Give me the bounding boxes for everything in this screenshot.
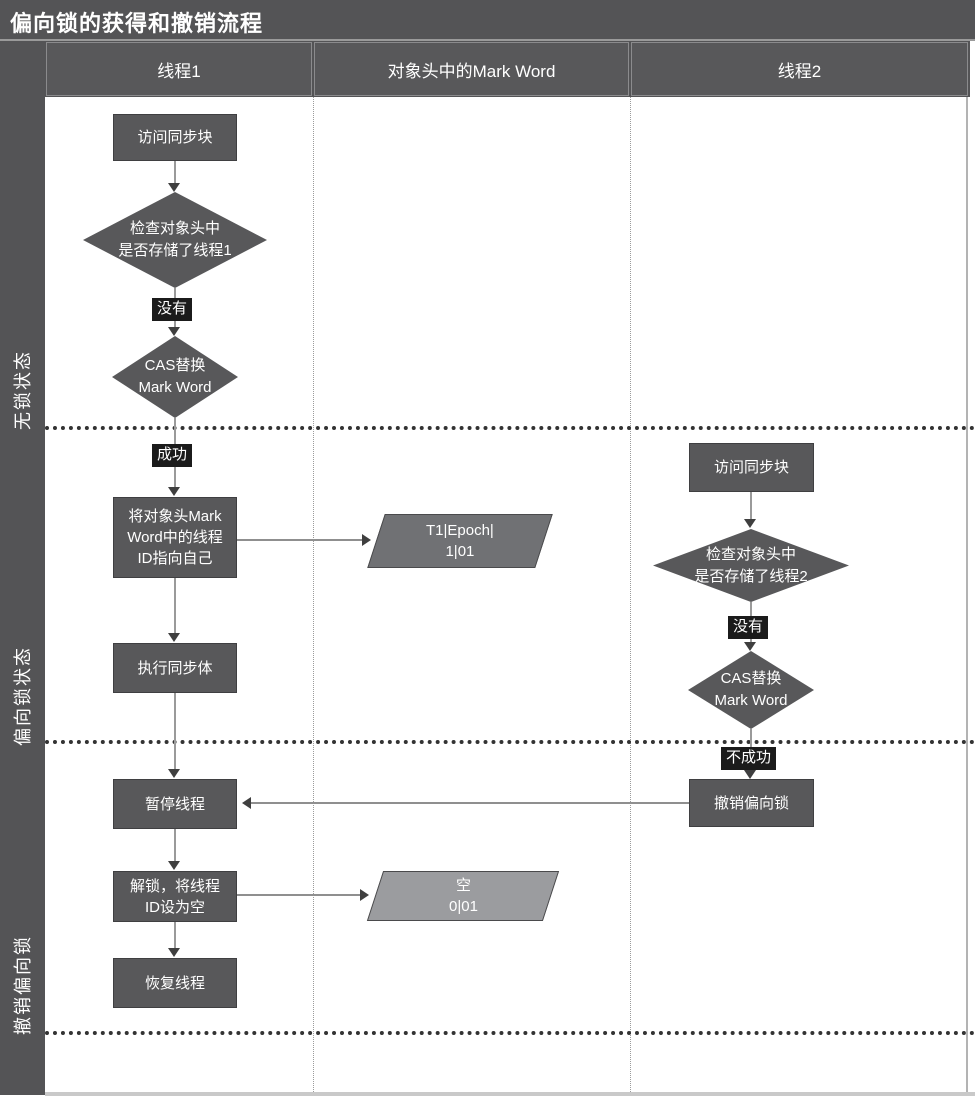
connector	[174, 161, 176, 183]
arrow-down-icon	[168, 769, 180, 778]
lane-divider-1	[313, 97, 314, 1092]
lane-header-markword: 对象头中的Mark Word	[314, 42, 629, 96]
connector	[174, 693, 176, 770]
node-t1-resume-thread: 恢复线程	[113, 958, 237, 1008]
connector	[750, 492, 752, 520]
node-t1-unlock-clear-id: 解锁，将线程 ID设为空	[113, 871, 237, 922]
node-t1-access-sync-block: 访问同步块	[113, 114, 237, 161]
lane-header-thread1: 线程1	[46, 42, 312, 96]
stage-label-biased: 偏向锁状态	[13, 646, 33, 746]
arrow-down-icon	[168, 183, 180, 192]
connector	[237, 894, 361, 896]
arrow-down-icon	[168, 327, 180, 336]
node-t2-access-sync-block: 访问同步块	[689, 443, 814, 492]
node-markword-empty: 空 0|01	[366, 871, 560, 921]
arrow-down-icon	[744, 642, 756, 651]
arrow-down-icon	[744, 519, 756, 528]
stage-separator-2	[45, 740, 975, 744]
markword-empty-text: 空 0|01	[448, 877, 478, 915]
arrow-down-icon	[168, 861, 180, 870]
bottom-border	[45, 1092, 975, 1096]
node-markword-biased: T1|Epoch| 1|01	[367, 514, 553, 568]
connector	[174, 829, 176, 862]
arrow-down-icon	[744, 770, 756, 779]
node-t1-pause-thread: 暂停线程	[113, 779, 237, 829]
arrow-right-icon	[362, 534, 371, 546]
page-title: 偏向锁的获得和撤销流程	[10, 11, 264, 36]
stage-label-revoke: 撤销偏向锁	[13, 935, 33, 1035]
badge-t1-no: 没有	[152, 298, 193, 321]
arrow-left-icon	[242, 797, 251, 809]
markword-biased-text: T1|Epoch| 1|01	[426, 522, 494, 560]
lane-header-thread2: 线程2	[631, 42, 968, 96]
lane-divider-2	[630, 97, 631, 1092]
stage-separator-1	[45, 426, 975, 430]
badge-t1-success: 成功	[152, 444, 193, 467]
arrow-down-icon	[168, 948, 180, 957]
arrow-down-icon	[168, 633, 180, 642]
arrow-right-icon	[360, 889, 369, 901]
stage-sidebar	[0, 97, 45, 1095]
connector	[237, 539, 363, 541]
arrow-down-icon	[168, 487, 180, 496]
connector	[174, 922, 176, 949]
stage-label-lock-free: 无锁状态	[13, 350, 33, 430]
node-t1-execute-sync-body: 执行同步体	[113, 643, 237, 693]
node-t2-revoke-biased-lock: 撤销偏向锁	[689, 779, 814, 827]
title-seam-line	[0, 39, 975, 41]
node-t1-set-thread-id: 将对象头Mark Word中的线程 ID指向自己	[113, 497, 237, 578]
connector	[250, 802, 689, 804]
stage-separator-3	[45, 1031, 975, 1035]
badge-t2-no: 没有	[728, 616, 769, 639]
connector	[174, 578, 176, 634]
title-band	[0, 0, 975, 39]
badge-t2-fail: 不成功	[721, 747, 777, 770]
